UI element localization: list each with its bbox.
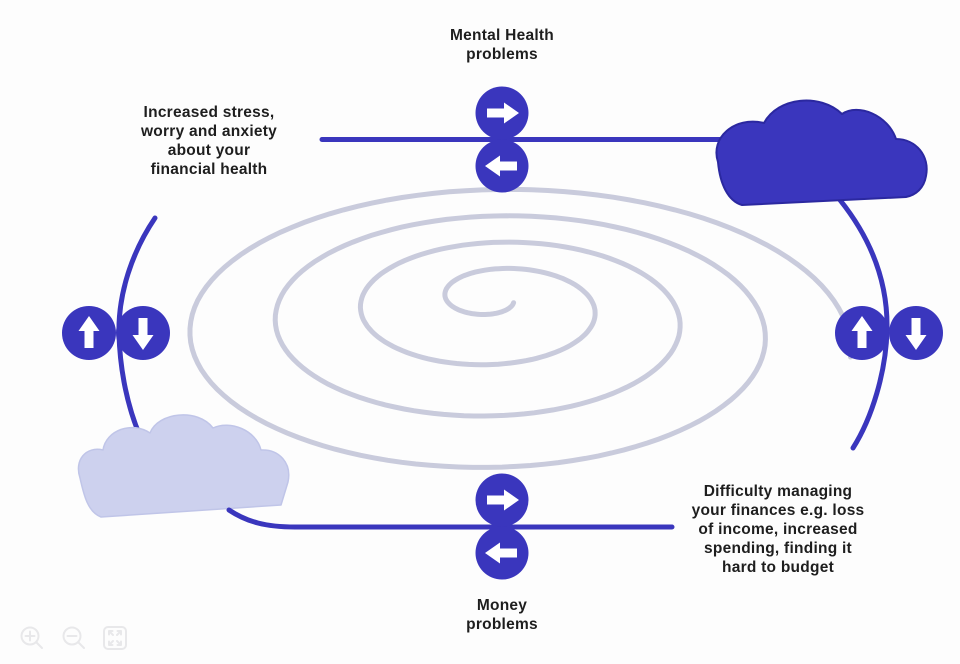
zoom-in-button[interactable] bbox=[20, 626, 43, 649]
arrow-left-node-bottom bbox=[475, 526, 529, 580]
connector-bottom bbox=[226, 507, 675, 530]
arrow-down-node-right bbox=[889, 306, 943, 360]
stress-anxiety-label: Increased stress, worry and anxiety abou… bbox=[140, 104, 278, 178]
arrow-down-node-left bbox=[116, 306, 170, 360]
dark-cloud-icon bbox=[715, 99, 928, 206]
difficulty-finances-label: Difficulty managing your finances e.g. l… bbox=[691, 483, 865, 576]
arrow-right-node-bottom bbox=[475, 473, 529, 527]
mental-health-label: Mental Health problems bbox=[449, 27, 555, 63]
spiral-graphic bbox=[187, 186, 854, 470]
arrow-left-node-top bbox=[475, 139, 529, 193]
light-cloud-icon bbox=[77, 414, 290, 518]
arrow-up-node-right bbox=[835, 306, 889, 360]
money-problems-label: Money problems bbox=[466, 597, 538, 633]
arrow-up-node-left bbox=[62, 306, 116, 360]
fit-screen-button[interactable] bbox=[103, 626, 127, 650]
arrow-right-node-top bbox=[475, 86, 529, 140]
zoom-out-button[interactable] bbox=[62, 626, 85, 649]
